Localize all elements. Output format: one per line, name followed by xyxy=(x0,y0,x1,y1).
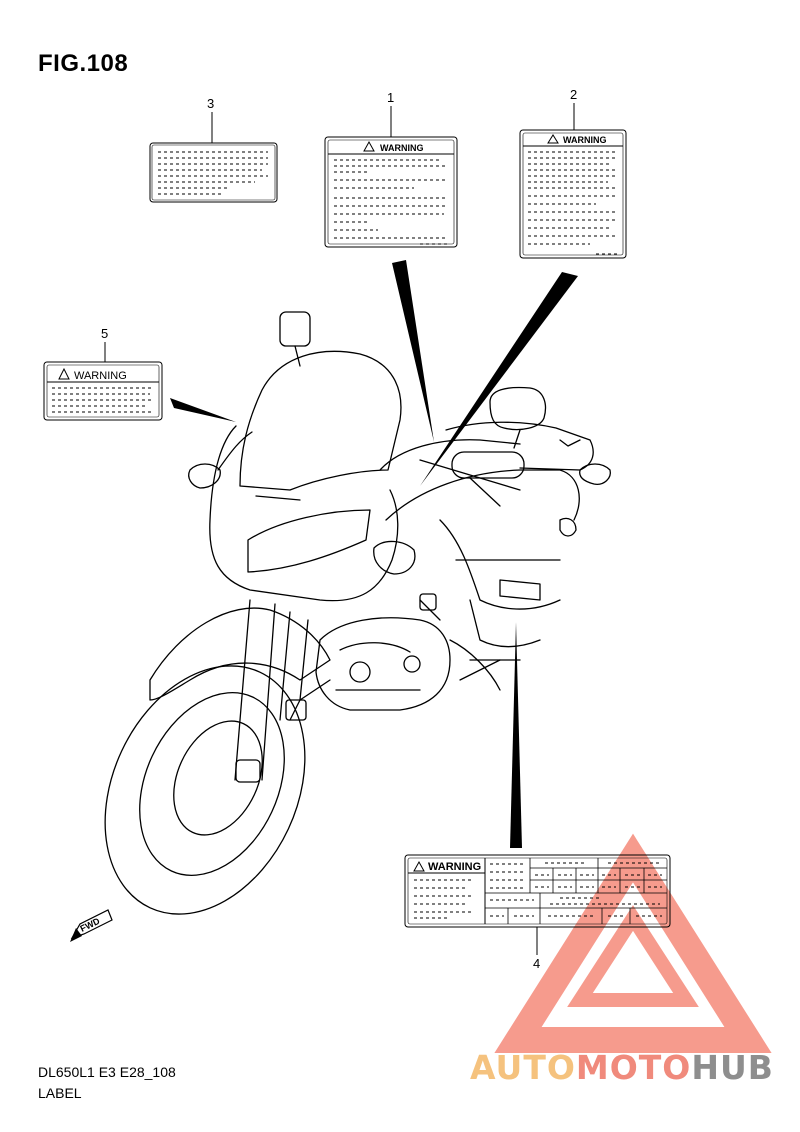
label-3[interactable] xyxy=(149,142,278,203)
label-5[interactable]: WARNING xyxy=(43,361,163,421)
warning-text-4: WARNING xyxy=(428,861,481,873)
watermark-hub: HUB xyxy=(691,1048,774,1087)
warning-text-2: WARNING xyxy=(563,135,607,145)
callout-4: 4 xyxy=(533,956,541,971)
label-4[interactable]: WARNING xyxy=(404,854,671,928)
motorcycle-outline xyxy=(104,311,611,915)
diagram-label: LABEL xyxy=(38,1085,82,1101)
label-1[interactable]: WARNING xyxy=(324,136,458,248)
fwd-arrow-icon: FWD xyxy=(70,909,113,942)
watermark-auto: AUTO xyxy=(470,1048,576,1087)
callout-3: 3 xyxy=(207,96,215,111)
label-pointers xyxy=(170,260,578,848)
callout-5: 5 xyxy=(101,326,109,341)
warning-text-5: WARNING xyxy=(74,370,127,382)
figure-title: FIG.108 xyxy=(38,50,129,77)
watermark-moto: MOTO xyxy=(575,1048,692,1087)
diagram-code: DL650L1 E3 E28_108 xyxy=(38,1064,176,1080)
watermark-brand: AUTOMOTOHUB xyxy=(470,1048,774,1087)
callout-2: 2 xyxy=(570,87,578,102)
label-2[interactable]: WARNING xyxy=(519,129,627,259)
callout-1: 1 xyxy=(387,90,395,105)
warning-text-1: WARNING xyxy=(380,143,424,153)
watermark-logo xyxy=(494,833,772,1053)
